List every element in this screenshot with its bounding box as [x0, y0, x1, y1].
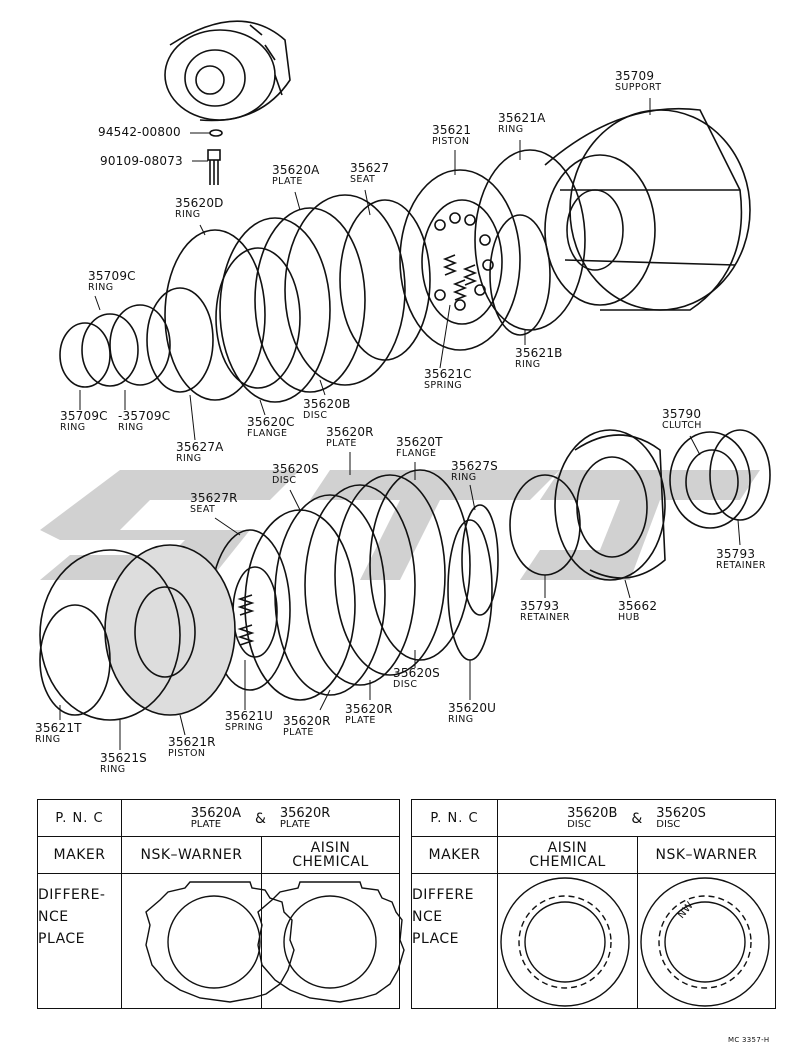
retainer-35793-right	[709, 429, 771, 521]
maker-nsk-warner: NSK–WARNER	[637, 836, 776, 874]
callout-94542-00800: 94542-00800	[98, 125, 181, 139]
seat-35627	[339, 199, 431, 361]
top-clutch-stack	[215, 194, 406, 403]
washer-94542	[209, 129, 223, 137]
footer-code: MC 3357-H	[728, 1036, 770, 1044]
clutch-35790	[669, 431, 751, 529]
disc-aisin-cell	[497, 873, 638, 1009]
snap-rings-top	[59, 287, 214, 393]
ring-35620D	[164, 229, 266, 401]
piston-35621R	[104, 544, 236, 716]
piston-35621	[399, 169, 521, 351]
watermark-logo	[40, 470, 760, 580]
maker-label: MAKER	[37, 836, 122, 874]
maker-nsk-warner: NSK–WARNER	[121, 836, 262, 874]
springs-35621C	[442, 254, 478, 301]
bottom-clutch-stack	[244, 469, 471, 701]
pnc-label: P. N. C	[37, 799, 122, 837]
leader-lines	[59, 98, 741, 750]
ring-35621T	[39, 604, 111, 716]
plate-nsk-cell	[121, 873, 262, 1009]
callout-90109-08073: 90109-08073	[100, 154, 183, 168]
ring-35621S	[39, 549, 181, 721]
springs-35621U	[237, 594, 255, 646]
plate-aisin-cell	[261, 873, 400, 1009]
ring-35627S	[461, 504, 499, 616]
bolt-90109	[207, 149, 221, 185]
maker-label: MAKER	[411, 836, 498, 874]
support-35709	[544, 107, 751, 311]
ring-35621A	[474, 149, 586, 331]
ring-35621B	[489, 214, 551, 336]
pnc-label: P. N. C	[411, 799, 498, 837]
top-drum	[164, 20, 291, 122]
disc-nsk-cell	[637, 873, 776, 1009]
ring-35620U	[447, 519, 493, 661]
